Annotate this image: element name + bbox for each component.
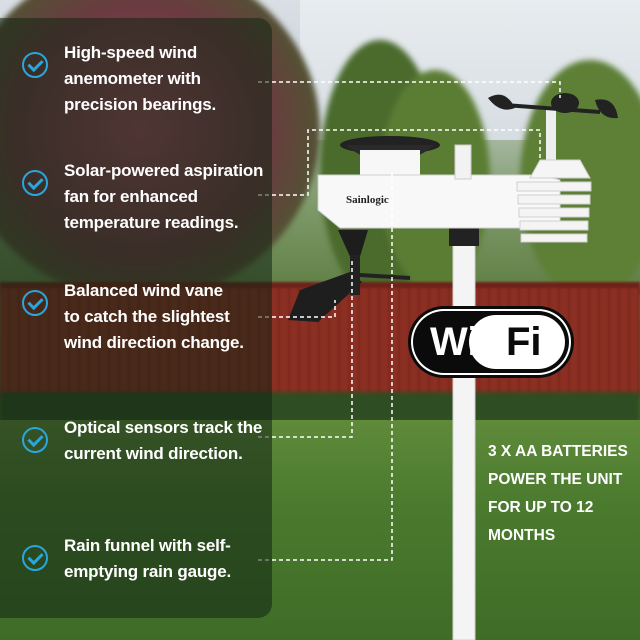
feature-line: emptying rain gauge. — [64, 562, 231, 581]
feature-line: Rain funnel with self- — [64, 536, 231, 555]
feature-wind-vane: Balanced wind vane to catch the slightes… — [22, 278, 264, 356]
feature-text: Solar-powered aspiration fan for enhance… — [64, 158, 264, 236]
check-circle-icon — [22, 170, 48, 196]
battery-info: 3 X AA BATTERIES POWER THE UNIT FOR UP T… — [488, 438, 636, 550]
feature-line: temperature readings. — [64, 213, 239, 232]
battery-line: POWER THE UNIT — [488, 471, 623, 488]
feature-line: Balanced wind vane — [64, 281, 223, 300]
check-circle-icon — [22, 427, 48, 453]
feature-solar-fan: Solar-powered aspiration fan for enhance… — [22, 158, 264, 236]
feature-text: Balanced wind vane to catch the slightes… — [64, 278, 264, 356]
feature-text: High-speed wind anemometer with precisio… — [64, 40, 264, 118]
wifi-right-text: Fi — [506, 320, 542, 364]
feature-optical-sensors: Optical sensors track the current wind d… — [22, 415, 264, 467]
feature-line: to catch the slightest — [64, 307, 230, 326]
check-circle-icon — [22, 545, 48, 571]
feature-line: current wind direction. — [64, 444, 243, 463]
battery-line: FOR UP TO 12 MONTHS — [488, 499, 594, 544]
wifi-left-text: Wi — [430, 320, 479, 364]
feature-line: fan for enhanced — [64, 187, 198, 206]
feature-text: Rain funnel with self- emptying rain gau… — [64, 533, 264, 585]
check-circle-icon — [22, 52, 48, 78]
feature-line: Optical sensors track the — [64, 418, 263, 437]
feature-line: anemometer with — [64, 69, 201, 88]
feature-line: precision bearings. — [64, 95, 217, 114]
feature-panel — [0, 18, 272, 618]
feature-rain-funnel: Rain funnel with self- emptying rain gau… — [22, 533, 264, 585]
wifi-logo: Wi Fi — [408, 306, 574, 378]
feature-line: Solar-powered aspiration — [64, 161, 264, 180]
feature-line: High-speed wind — [64, 43, 198, 62]
feature-line: wind direction change. — [64, 333, 244, 352]
brand-logo: Sainlogic — [346, 194, 389, 206]
check-circle-icon — [22, 290, 48, 316]
wifi-logo-shape — [408, 306, 574, 378]
feature-anemometer: High-speed wind anemometer with precisio… — [22, 40, 264, 118]
feature-text: Optical sensors track the current wind d… — [64, 415, 264, 467]
battery-line: 3 X AA BATTERIES — [488, 443, 628, 460]
